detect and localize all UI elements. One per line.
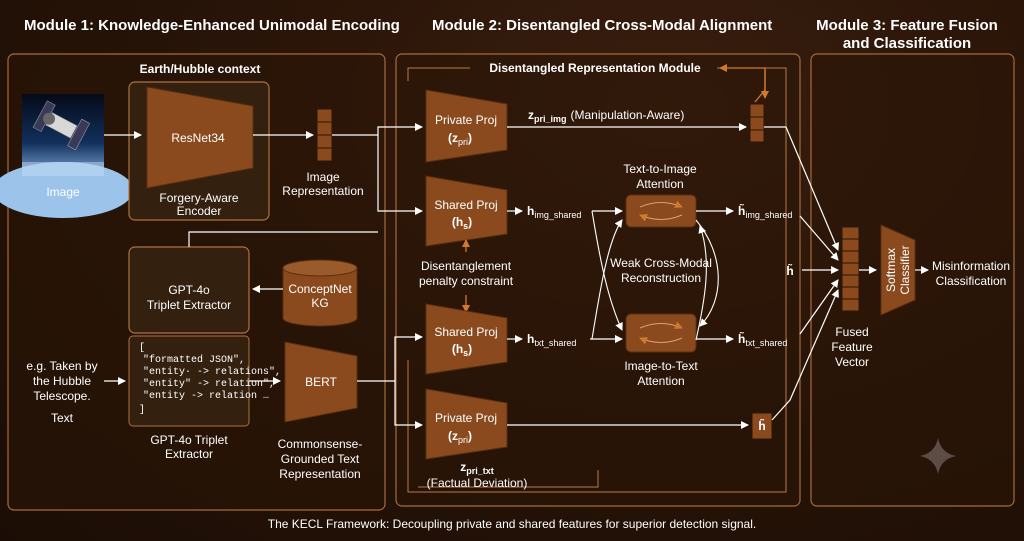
shared-proj-image-hs: (hs)	[452, 215, 472, 231]
i2t-cycle-icon-top	[639, 321, 683, 329]
image-representation-vector	[316, 108, 333, 162]
image-label: Image	[46, 185, 80, 199]
line-gpt-to-shared	[188, 231, 378, 247]
context-label: Earth/Hubble context	[140, 62, 261, 76]
hubble-image	[0, 94, 133, 218]
conceptnet-label-line2: KG	[311, 296, 328, 310]
module-1-title: Module 1: Knowledge-Enhanced Unimodal En…	[24, 17, 400, 34]
json-line-3: "entity" -> relation",	[143, 378, 275, 390]
zpri-img-label: zpri_img(Manipulation-Aware)	[528, 108, 684, 124]
arrow-image-to-private-proj	[332, 123, 423, 136]
arrow-zpri-txt-to-fused	[771, 289, 839, 421]
gpt-caption-line1: GPT-4o Triplet	[150, 433, 228, 447]
conceptnet-kg-cylinder	[282, 259, 358, 327]
arrow-htilde-txt-to-fused	[799, 279, 839, 335]
t2i-attention-block	[625, 194, 697, 228]
gpt4o-label-line2: Triplet Extractor	[147, 298, 231, 312]
softmax-classifier	[880, 224, 916, 316]
zpri-img-vector	[749, 103, 765, 143]
i2t-label-line1: Image-to-Text	[624, 359, 698, 373]
encoder-label-line2: Encoder	[177, 204, 222, 218]
arrow-bert-to-shared-proj	[357, 333, 423, 382]
text-example-line3: Telescope.	[33, 389, 90, 403]
bert-label: BERT	[305, 375, 337, 389]
cross-arrow-txt-to-t2i	[591, 219, 623, 340]
i2t-label-line2: Attention	[637, 374, 684, 388]
t2i-label-line1: Text-to-Image	[623, 162, 697, 176]
output-label-line1: Misinformation	[932, 259, 1010, 273]
resnet-label: ResNet34	[171, 131, 225, 145]
shared-proj-image-label: Shared Proj	[434, 198, 497, 212]
zpri-txt-vector	[751, 412, 773, 440]
module-3-title-line2: and Classification	[843, 35, 971, 52]
zpri-txt-desc: (Factual Deviation)	[427, 476, 528, 490]
penalty-label-line2: penalty constraint	[419, 274, 514, 288]
zpri-txt-label: zpri_txt	[460, 460, 494, 476]
arrow-image-to-shared-proj	[377, 135, 423, 215]
htilde-img-shared-label: h̃img_shared	[738, 203, 792, 220]
htilde-txt-shared-label: h̃txt_shared	[738, 331, 787, 348]
shared-proj-text-label: Shared Proj	[434, 325, 497, 339]
arrow-htilde-img-to-fused	[799, 215, 839, 261]
fused-label-line3: Vector	[835, 355, 869, 369]
arrow-bert-to-private-proj	[394, 381, 423, 429]
encoder-label-line1: Forgery-Aware	[159, 191, 238, 205]
drm-frame-top-left	[407, 67, 470, 81]
json-line-4: "entity -> relation …	[143, 390, 269, 402]
json-line-5: ]	[139, 404, 145, 416]
text-example-line2: the Hubble	[33, 374, 91, 388]
penalty-label-line1: Disentanglement	[421, 259, 512, 273]
text-representation-line1: Commonsense-	[278, 437, 363, 451]
text-representation-line2: Grounded Text	[281, 452, 360, 466]
fused-feature-vector	[841, 226, 860, 312]
t2i-cycle-icon-bottom	[639, 214, 683, 222]
gpt-caption-line2: Extractor	[165, 447, 213, 461]
text-label: Text	[51, 411, 74, 425]
htilde-side-label: h̃	[786, 263, 793, 278]
module-2-title: Module 2: Disentangled Cross-Modal Align…	[432, 17, 772, 34]
gpt4o-label-line1: GPT-4o	[168, 283, 210, 297]
module-2-panel	[395, 53, 801, 507]
weak-reconstruction-line2: Reconstruction	[621, 271, 701, 285]
i2t-attention-block	[625, 313, 697, 353]
drm-title: Disentangled Representation Module	[489, 61, 701, 75]
shared-proj-text-hs: (hs)	[452, 342, 472, 358]
json-line-2: "entity· -> relations",	[143, 366, 281, 378]
private-proj-image	[425, 89, 508, 163]
softmax-label-line2: Classifier	[898, 245, 912, 294]
weak-reconstruction-arrow-up	[695, 225, 707, 341]
private-proj-image-label: Private Proj	[435, 113, 497, 127]
sparkle-icon	[920, 438, 956, 474]
shared-proj-image	[425, 175, 508, 247]
text-example-line1: e.g. Taken by	[26, 359, 97, 373]
drm-frame-inner	[418, 470, 599, 488]
resnet-trapezoid	[146, 86, 254, 189]
conceptnet-label-line1: ConceptNet	[288, 282, 352, 296]
shared-proj-text	[425, 303, 508, 375]
text-representation-line3: Representation	[279, 467, 360, 481]
softmax-label-line1: Softmax	[884, 248, 898, 292]
weak-reconstruction-line1: Weak Cross-Modal	[610, 256, 712, 270]
i2t-cycle-icon-bottom	[639, 337, 683, 345]
h-txt-shared-label: htxt_shared	[527, 332, 576, 348]
json-line-1: "formatted JSON",	[143, 354, 245, 366]
zpri-txt-vector-label: h̃	[758, 418, 765, 433]
private-proj-text-label: Private Proj	[435, 411, 497, 425]
private-proj-text	[425, 388, 508, 460]
module-3-title-line1: Module 3: Feature Fusion	[816, 17, 998, 34]
figure-caption: The KECL Framework: Decoupling private a…	[268, 517, 756, 531]
image-representation-line1: Image	[306, 170, 340, 184]
bert-trapezoid	[284, 341, 358, 423]
t2i-label-line2: Attention	[636, 177, 683, 191]
fused-label-line2: Feature	[831, 340, 873, 354]
h-img-shared-label: himg_shared	[527, 204, 581, 220]
fused-label-line1: Fused	[835, 325, 868, 339]
output-label-line2: Classification	[936, 274, 1007, 288]
arrow-zpri-img-to-fused	[764, 126, 839, 251]
json-line-0: [	[139, 342, 145, 354]
t2i-cycle-icon-top	[639, 200, 683, 208]
cross-arrow-img-to-i2t	[591, 210, 623, 331]
image-representation-line2: Representation	[282, 184, 363, 198]
